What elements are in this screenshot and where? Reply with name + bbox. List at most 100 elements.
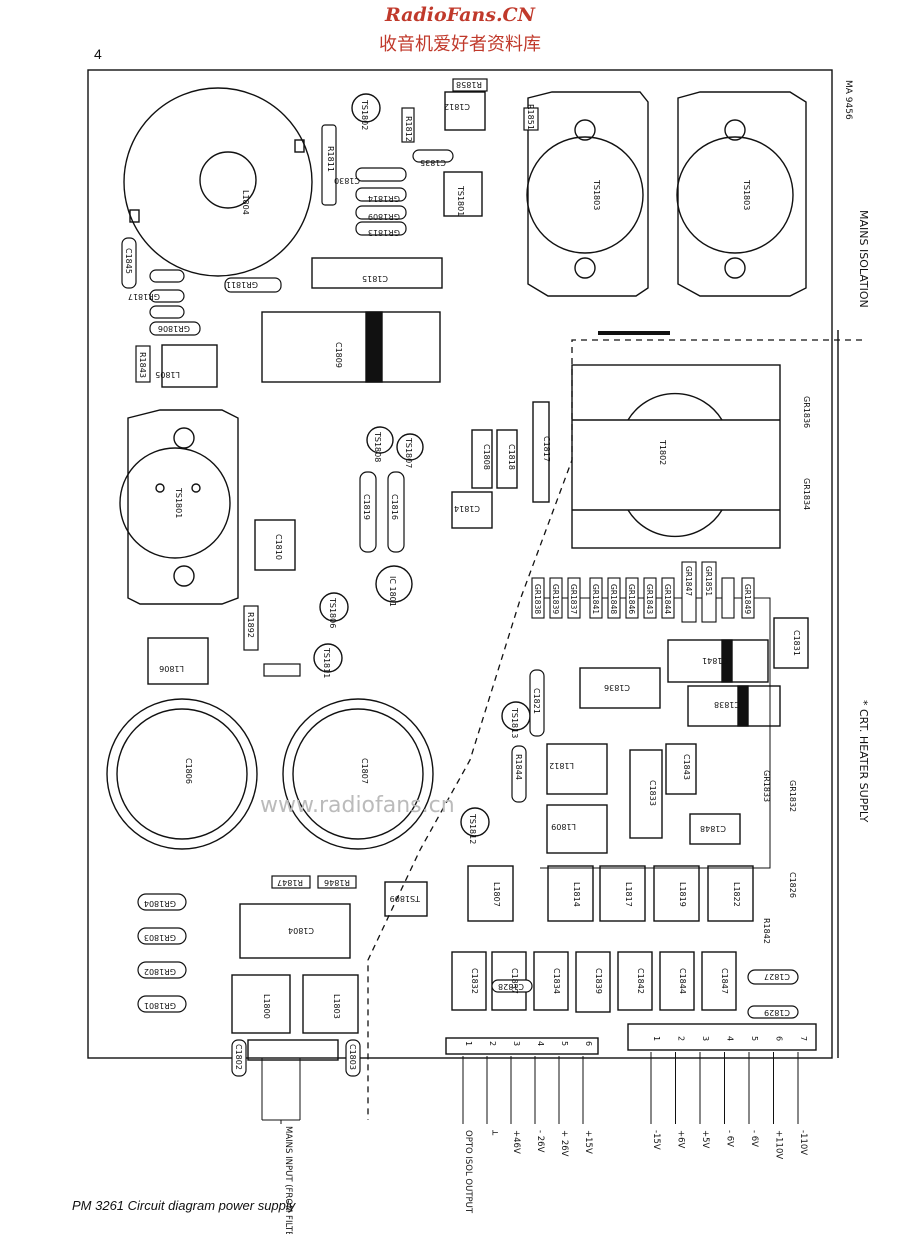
connector-right-pin-3: 3 [701,1036,710,1041]
label-ts1813: TS1813 [510,707,519,738]
connector-left-pin-2: 2 [488,1041,497,1046]
label-c1808: C1808 [482,444,491,470]
label-gr1847: GR1847 [684,566,693,596]
l1819-body [653,865,700,922]
l1804-coil [123,87,313,277]
label-r1846: R1846 [324,878,350,887]
label-gr1811: GR1811 [226,280,258,289]
c1814-body [451,491,493,529]
label-ts1807: TS1807 [404,437,413,468]
label-ts1803b: TS1803 [742,179,751,210]
mains-input-label: MAINS INPUT (FROM FILTER) [283,1126,293,1234]
label-c1817: C1817 [542,436,551,462]
ic1801-body [375,565,413,603]
label-gr1802: GR1802 [144,967,176,976]
label-c1837: C1837 [510,968,519,994]
label-gr1849: GR1849 [743,584,752,614]
label-c1836: C1836 [604,683,630,692]
ts1803-heatsink-a [527,91,649,297]
c1839-body [575,951,611,1013]
connector-right-pin-4: 4 [726,1036,735,1041]
connector-right-pin-6: 6 [775,1036,784,1041]
label-c1838: C1838 [714,700,740,709]
label-c1842: C1842 [636,968,645,994]
label-c1804: C1804 [288,926,314,935]
label-c1831: C1831 [792,630,801,656]
label-r1892: R1892 [246,612,255,638]
label-l1807: L1807 [492,882,501,907]
label-c1818: C1818 [507,444,516,470]
c1842-body [617,951,653,1011]
connector-left-label-2: ┴ [487,1129,498,1136]
c1806-outer [106,698,258,850]
l1814-body [547,865,594,922]
connector-left-label-6: +15V [583,1130,593,1154]
label-c1812: C1812 [444,102,470,111]
connector-right-label-6: +110V [774,1130,784,1159]
label-gr1837: GR1837 [569,584,578,614]
connector-right-label-3: +5V [700,1130,710,1149]
label-c1844: C1844 [678,968,687,994]
l1804-core [199,151,257,209]
c1810-body [254,519,296,571]
c1836-body [579,667,661,709]
connector-right-label-5: - 6V [749,1130,759,1147]
connector-right-pin-5: 5 [750,1036,759,1041]
l1805-body [161,344,218,388]
ts1803-heatsink-b [677,91,807,297]
page-number: 4 [94,46,102,62]
label-r1847: R1847 [277,878,303,887]
watermark-site: RadioFans.CN [384,4,536,26]
label-ts1802: TS1802 [360,99,369,130]
label-l1803: L1803 [332,994,341,1019]
label-gr1832: GR1832 [788,780,797,812]
c1833-body [629,749,663,839]
label-gr1838: GR1838 [533,584,542,614]
label-gr1836: GR1836 [802,396,811,428]
connector-right-pin-1: 1 [652,1036,661,1041]
figure-caption: PM 3261 Circuit diagram power supply [72,1198,296,1213]
label-gr1806: GR1806 [158,324,190,333]
label-ts1803a: TS1803 [592,179,601,210]
label-c1841: C1841 [702,656,728,665]
l1807-body [467,865,514,922]
mains-isolation-label: MAINS ISOLATION [857,210,870,308]
label-ts1811: TS1811 [322,647,331,678]
label-c1845: C1845 [124,248,133,274]
label-c1814: C1814 [454,504,480,513]
c1834-body [533,951,569,1011]
label-t1802: T1802 [658,439,667,465]
connector-right-label-2: +6V [676,1130,686,1149]
label-c1819: C1819 [362,494,371,520]
connector-right-label-4: - 6V [725,1130,735,1147]
label-c1835: C1835 [420,158,446,167]
watermark-chinese: 收音机爱好者资料库 [379,34,541,55]
label-ts1801: TS1801 [174,487,183,518]
label-c1843: C1843 [682,754,691,780]
label-l1822: L1822 [732,882,741,907]
label-c1816: C1816 [390,494,399,520]
label-ts1801b: TS1801 [456,185,465,216]
l1822-body [707,865,754,922]
label-gr1801: GR1801 [144,1001,176,1010]
label-l1812: L1812 [549,761,574,770]
label-gr1803: GR1803 [144,933,176,942]
label-c1821: C1821 [532,688,541,714]
connector-left-body [445,1037,599,1055]
label-c1826: C1826 [788,872,797,898]
label-gr1817: GR1817 [128,292,160,301]
connector-right-pin-2: 2 [677,1036,686,1041]
label-c1847: C1847 [720,968,729,994]
label-gr1846: GR1846 [627,584,636,614]
connector-right-pin-7: 7 [799,1036,808,1041]
l1809-body [546,804,608,854]
c1832-body [451,951,487,1011]
label-c1803: C1803 [348,1044,357,1070]
c1843-body [665,743,697,795]
connector-left-label-3: +46V [511,1130,521,1154]
label-l1817: L1817 [624,882,633,907]
watermark-center: www.radiofans.cn [260,793,455,818]
label-gr1841: GR1841 [591,584,600,614]
drawing-id: MA 9456 [843,80,853,120]
